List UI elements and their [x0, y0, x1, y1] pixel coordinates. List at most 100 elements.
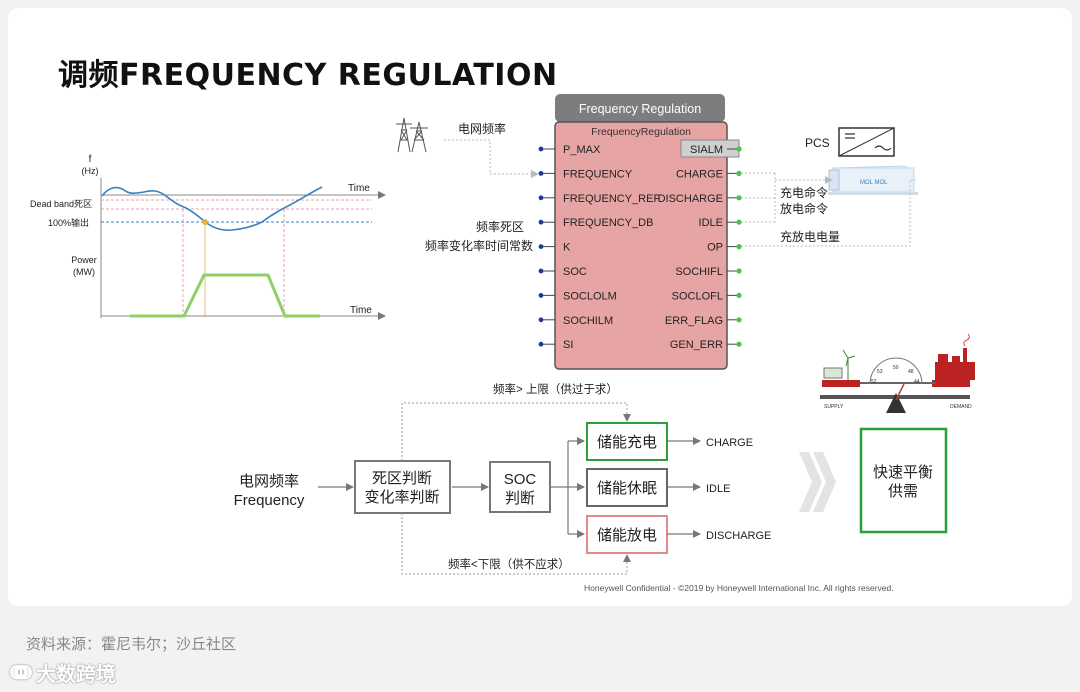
freq-time-const-label: 频率变化率时间常数 — [425, 238, 533, 253]
soc-line1: SOC — [504, 471, 537, 488]
fb-output-label: OP — [707, 242, 723, 254]
scale-supply-label: SUPPLY — [824, 404, 844, 410]
idle-box — [586, 468, 668, 507]
fb-output-label: ERR_FLAG — [665, 315, 723, 327]
f-axis-label: f — [89, 154, 92, 165]
footer-text: Honeywell Confidential - ©2019 by Honeyw… — [584, 583, 894, 593]
slide-diagram: f (Hz) Time Dead band死区 100%输出 Power (MW… — [30, 94, 975, 593]
fb-output-label: SIALM — [690, 144, 723, 156]
balance-scale-icon: SUPPLY DEMAND 52 53 50 48 44 — [820, 357, 972, 413]
watermark-text: 大数跨境 — [35, 661, 116, 686]
scale-tick: 52 — [871, 379, 877, 385]
scale-tick: 44 — [914, 379, 920, 385]
discharge-out-label: DISCHARGE — [706, 530, 771, 542]
power-label: Power — [71, 255, 97, 265]
fb-output-label: SOCLOFL — [672, 290, 723, 302]
scale-demand-label: DEMAND — [950, 404, 972, 410]
fb-output-label: CHARGE — [676, 168, 723, 180]
fb-input-pin — [538, 293, 544, 298]
lower-loop — [401, 513, 631, 575]
power-curve — [130, 273, 320, 318]
fb-output-pin — [736, 317, 742, 323]
function-block: Frequency Regulation FrequencyRegulation… — [538, 94, 742, 370]
charge-cmd-label: 充电命令 — [780, 185, 828, 200]
idle-out-label: IDLE — [706, 483, 730, 495]
fb-input-pin — [538, 146, 544, 152]
fb-output-pin — [736, 195, 742, 201]
fb-output-pin — [736, 170, 742, 176]
f-time-label: Time — [348, 183, 370, 194]
fb-header-bg — [555, 94, 725, 122]
fb-output-pin — [736, 244, 742, 250]
flow-input-line1: 电网频率 — [239, 473, 299, 490]
fb-input-pin — [538, 171, 544, 176]
deadband-label: Dead band死区 — [30, 199, 92, 209]
balance-box — [859, 427, 948, 534]
balance-line1: 快速平衡 — [873, 464, 933, 481]
fb-input-label: SOC — [563, 266, 587, 278]
scale-tick: 48 — [908, 369, 914, 375]
frequency-chart: f (Hz) Time Dead band死区 100%输出 Power (MW… — [30, 154, 386, 320]
fb-input-label: SOCHILM — [563, 315, 613, 327]
fb-input-label: FREQUENCY_REF — [563, 193, 660, 205]
hz-label: (Hz) — [82, 166, 99, 176]
double-chevron-right-icon — [799, 452, 836, 512]
judge-line1: 死区判断 — [372, 470, 432, 487]
fb-input-label: P_MAX — [563, 144, 601, 156]
discharge-cmd-label: 放电命令 — [780, 201, 828, 216]
fb-input-pin — [538, 317, 544, 323]
slide-card: 调频FREQUENCY REGULATION f (Hz) Time Dead … — [8, 8, 1072, 606]
source-note: 资料来源：霍尼韦尔；沙丘社区 — [26, 635, 237, 653]
freq-deadband-label: 频率死区 — [476, 219, 524, 234]
wind-turbine-icon — [823, 349, 856, 380]
charge-out-label: CHARGE — [706, 437, 753, 449]
discharge-box-label: 储能放电 — [597, 527, 657, 544]
fb-output-label: DISCHARGE — [658, 193, 723, 205]
charge-box-label: 储能充电 — [597, 434, 657, 451]
judge-line2: 变化率判断 — [364, 489, 439, 506]
pcs-inverter-icon — [838, 127, 895, 157]
scale-tick: 53 — [877, 369, 883, 375]
watermark: ↈ 大数跨境 — [10, 657, 116, 687]
slide-title: 调频FREQUENCY REGULATION — [58, 58, 558, 93]
fb-input-label: SOCLOLM — [563, 290, 617, 302]
fb-output-pin — [736, 341, 742, 347]
pcs-label: PCS — [805, 136, 830, 150]
fb-output-label: SOCHIFL — [675, 266, 723, 278]
grid-frequency-label: 电网频率 — [458, 121, 506, 136]
fb-input-pin — [538, 244, 544, 250]
fb-input-pin — [538, 268, 544, 274]
fb-input-pin — [538, 341, 544, 347]
energy-label: 充放电电量 — [780, 229, 840, 244]
fb-output-pin — [736, 268, 742, 274]
fb-output-label: IDLE — [699, 217, 723, 229]
fb-name: FrequencyRegulation — [591, 126, 691, 138]
op-connector — [741, 179, 916, 247]
battery-container-icon: MOL MOL — [828, 165, 918, 195]
grid-to-frequency-connector — [444, 139, 539, 178]
judge-box — [354, 460, 451, 514]
output-label: 100%输出 — [48, 217, 89, 228]
svg-text:MOL MOL: MOL MOL — [860, 180, 888, 186]
fb-input-pin — [538, 195, 544, 201]
transmission-tower-icon — [396, 117, 428, 153]
fb-input-label: SI — [563, 339, 573, 351]
upper-loop — [401, 402, 631, 461]
idle-box-label: 储能休眠 — [597, 480, 657, 497]
flow-input-line2: Frequency — [234, 492, 305, 509]
fb-header: Frequency Regulation — [579, 102, 701, 116]
fb-output-pin — [736, 219, 742, 225]
fb-body — [554, 121, 728, 370]
fb-input-label: FREQUENCY — [563, 168, 633, 180]
soc-box — [489, 461, 551, 513]
soc-line2: 判断 — [505, 490, 535, 507]
fb-output-pin — [736, 292, 742, 298]
factory-icon — [935, 333, 975, 380]
lower-loop-label: 频率<下限（供不应求） — [448, 557, 570, 571]
fb-output-label: GEN_ERR — [670, 339, 723, 351]
fb-output-pin — [736, 146, 742, 152]
fb-input-label: K — [563, 242, 571, 254]
watermark-logo-icon: ↈ — [10, 660, 32, 684]
balance-line2: 供需 — [888, 483, 918, 500]
fb-input-label: FREQUENCY_DB — [563, 217, 653, 229]
